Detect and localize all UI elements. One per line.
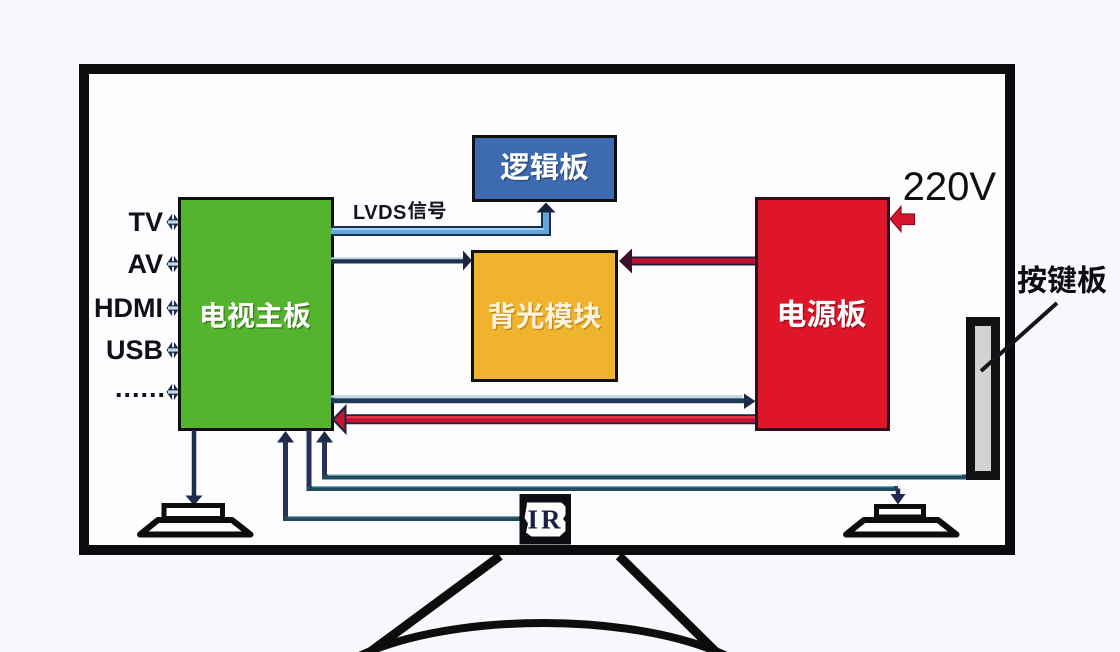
svg-text:LVDS: LVDS [353,202,407,224]
svg-text:IR: IR [527,505,563,535]
